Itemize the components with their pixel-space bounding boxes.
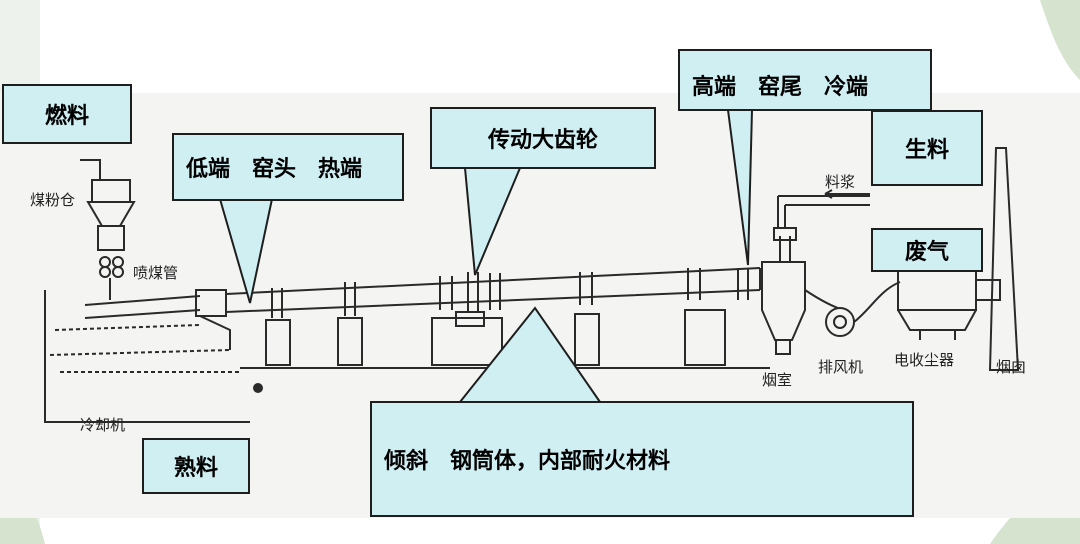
precipitator-label: 电收尘器 — [894, 351, 954, 369]
pointer-hot-end — [219, 198, 273, 304]
coal-bin-label: 煤粉仓 — [30, 191, 75, 209]
chimney — [988, 147, 1020, 371]
callout-cylinder: 倾斜 钢筒体，内部耐火材料 — [370, 401, 914, 517]
kiln-piers — [265, 309, 726, 366]
leaf-decoration-top-right — [1040, 0, 1080, 80]
coal-pipe — [84, 295, 201, 319]
callout-pointers — [219, 109, 753, 403]
coal-pipe-label: 喷煤管 — [133, 264, 178, 282]
exhaust-fan — [804, 281, 901, 337]
pointer-gear — [464, 167, 521, 276]
smoke-chamber — [761, 261, 806, 341]
smoke-chamber-label: 烟室 — [762, 371, 792, 389]
kiln-tyres — [271, 268, 749, 318]
callout-gear: 传动大齿轮 — [430, 107, 656, 169]
callout-exhaust: 废气 — [871, 228, 983, 272]
slurry-label: 料浆 — [825, 173, 855, 191]
callout-clinker: 熟料 — [142, 438, 250, 494]
callout-cold-end: 高端 窑尾 冷端 — [678, 49, 932, 111]
callout-raw-material: 生料 — [871, 110, 983, 186]
chimney-label: 烟囱 — [996, 358, 1026, 376]
fan-label: 排风机 — [818, 358, 863, 376]
callout-fuel: 燃料 — [2, 84, 132, 144]
cooler-label: 冷却机 — [80, 416, 125, 434]
pointer-cylinder — [459, 306, 601, 403]
kiln-shell — [225, 267, 761, 313]
pointer-cold-end — [727, 109, 753, 266]
callout-hot-end: 低端 窑头 热端 — [172, 133, 404, 201]
cooler — [44, 290, 250, 423]
